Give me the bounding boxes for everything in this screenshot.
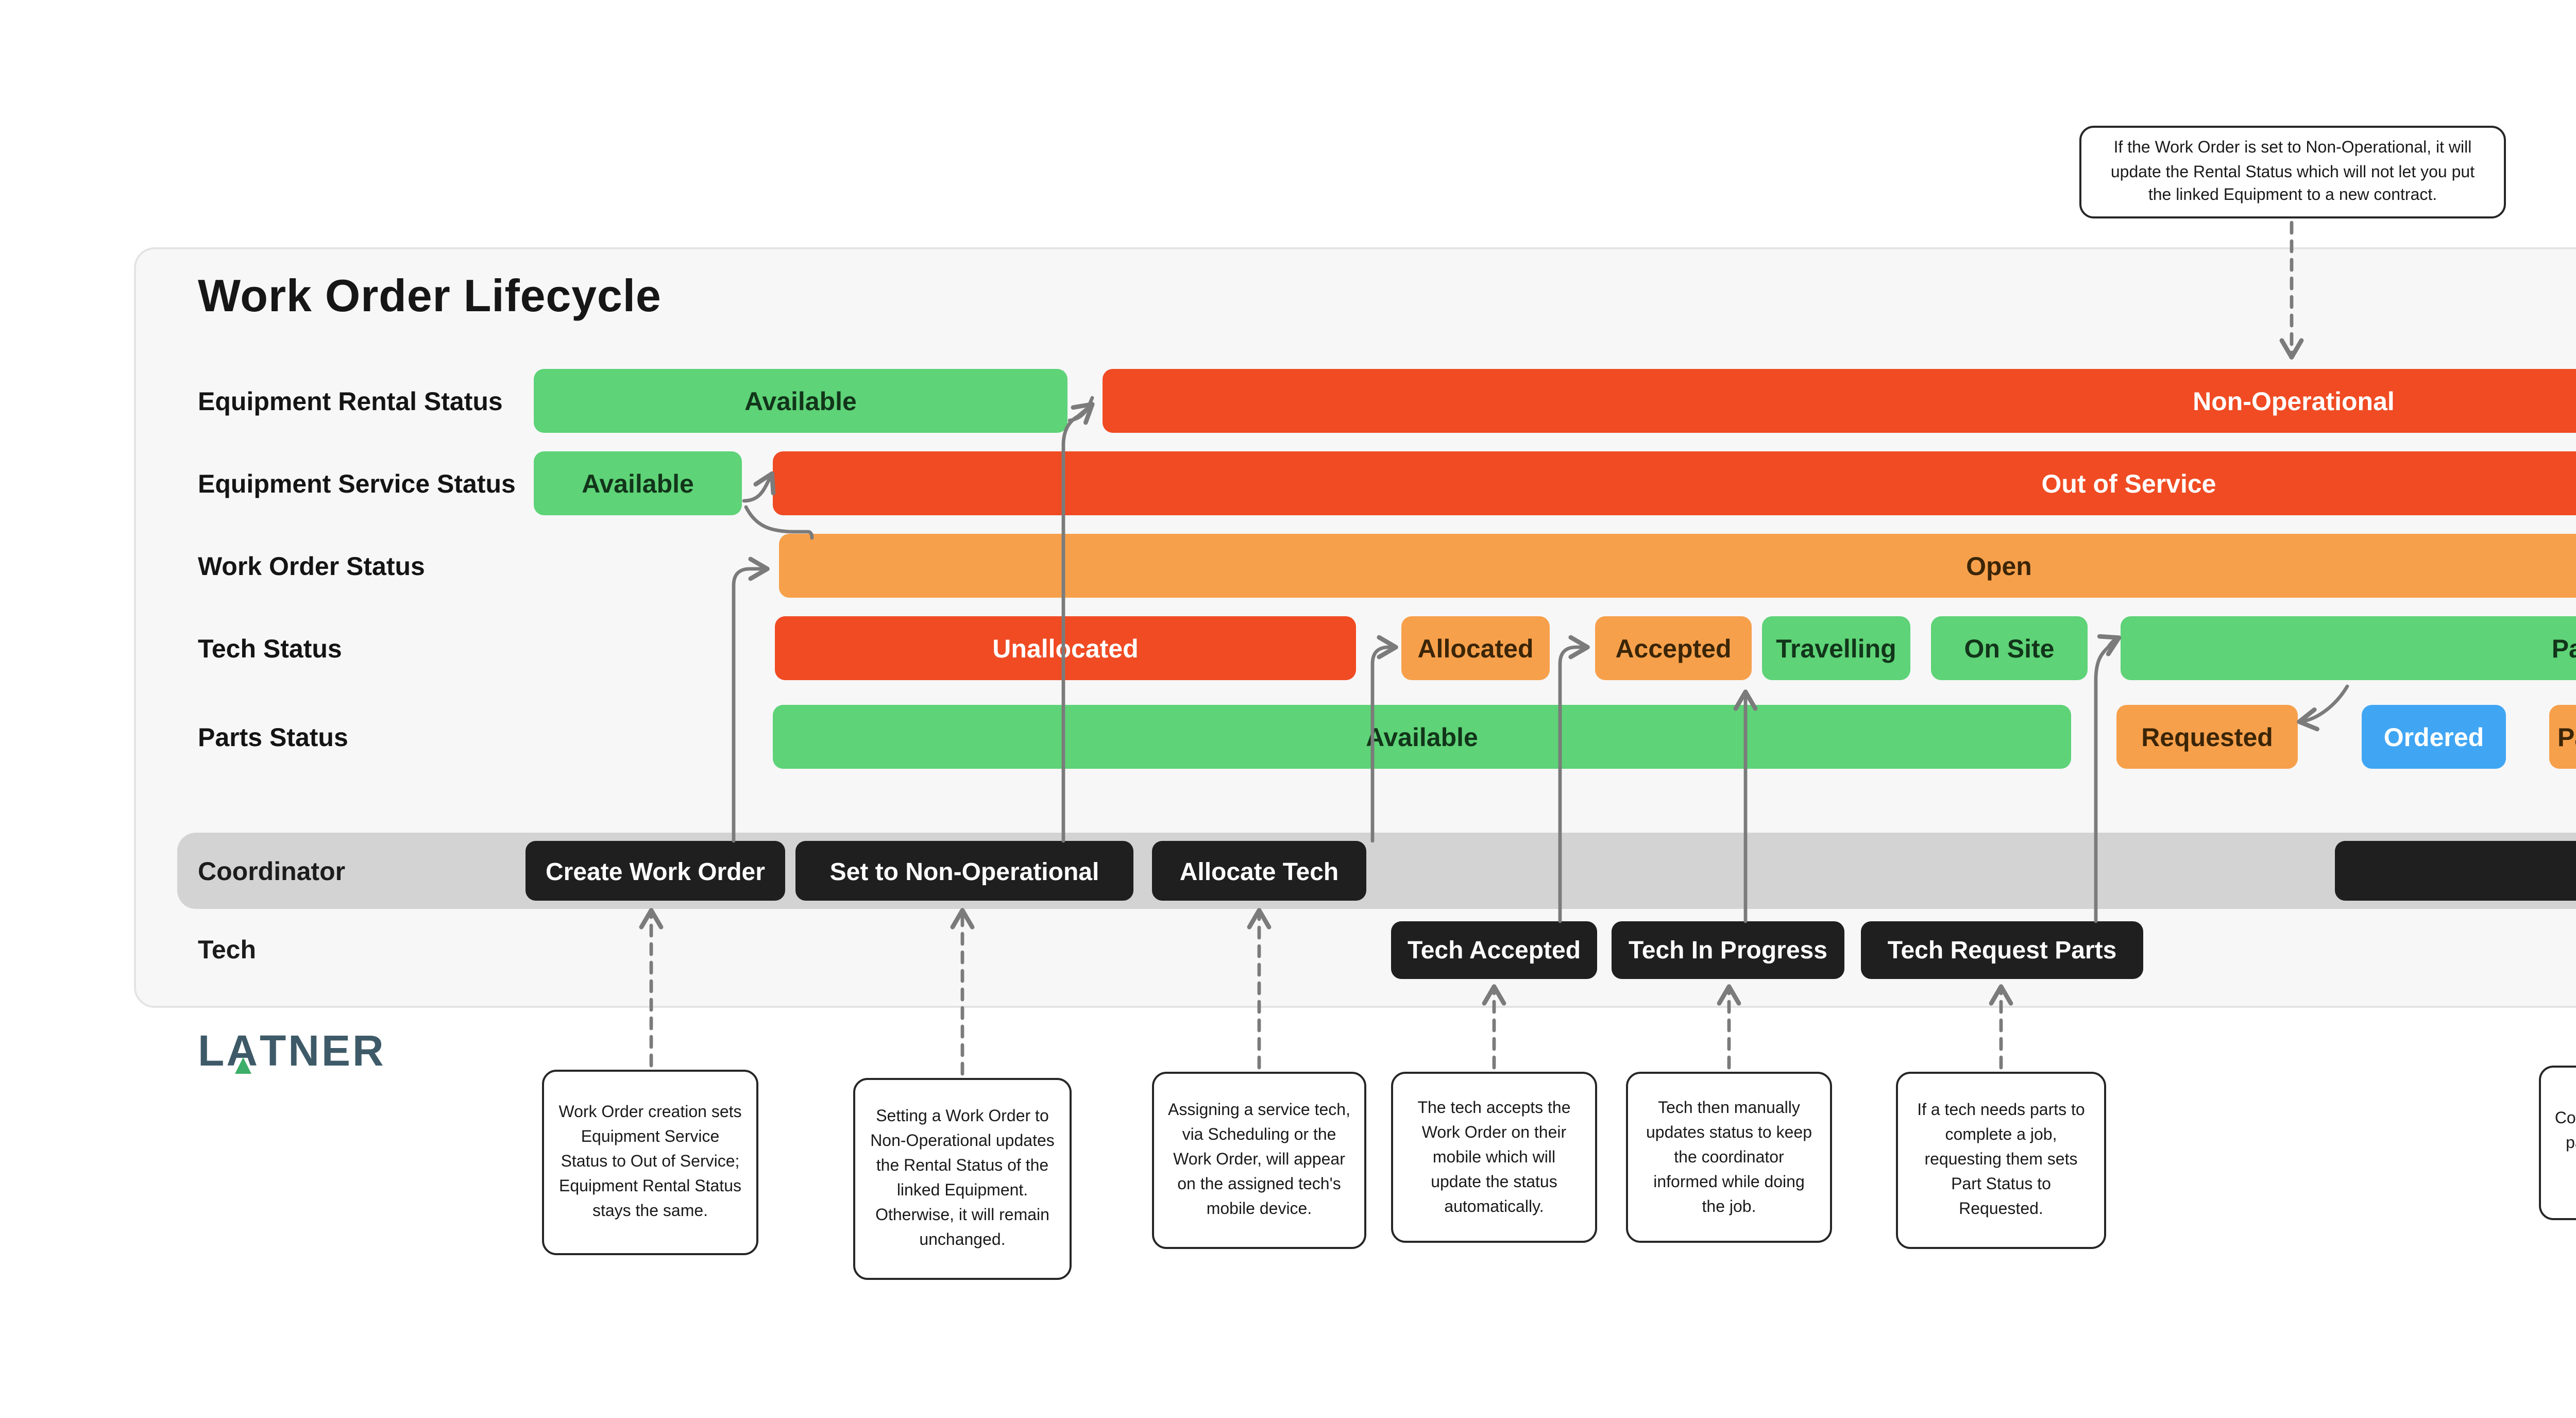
note-tech-accepted: The tech accepts the Work Order on their… <box>1391 1072 1597 1243</box>
note-text: Tech then manually updates status to kee… <box>1646 1098 1812 1215</box>
note-tech-in-progress: Tech then manually updates status to kee… <box>1626 1072 1832 1243</box>
note-text: If a tech needs parts to complete a job,… <box>1917 1101 2085 1218</box>
note-text: The tech accepts the Work Order on their… <box>1417 1098 1571 1215</box>
parts-ordered-pill: Ordered <box>2362 705 2506 769</box>
row-label-work-order-status: Work Order Status <box>198 551 425 580</box>
action-tech-request-parts: Tech Request Parts <box>1861 921 2143 979</box>
wo-open-pill: Open <box>779 534 2576 598</box>
row-label-parts-status: Parts Status <box>198 722 348 751</box>
note-tech-request-parts: If a tech needs parts to complete a job,… <box>1896 1072 2106 1249</box>
action-allocate-tech: Allocate Tech <box>1152 841 1366 901</box>
parts-partially-received-pill: Partially Received <box>2549 705 2576 769</box>
action-set-to-non-operational: Set to Non-Operational <box>795 841 1133 901</box>
tech-unallocated-pill: Unallocated <box>775 616 1356 680</box>
rental-non-operational-pill: Non-Operational <box>1103 369 2576 433</box>
note-source-parts: Coordinator must source parts and update… <box>2539 1066 2576 1220</box>
page-title: Work Order Lifecycle <box>198 270 662 322</box>
lane-label-tech: Tech <box>198 936 256 965</box>
parts-requested-pill: Requested <box>2116 705 2298 769</box>
action-source-parts: Source Parts <box>2335 841 2576 901</box>
callout-text: If the Work Order is set to Non-Operatio… <box>2110 138 2475 205</box>
note-text: Setting a Work Order to Non-Operational … <box>870 1107 1055 1249</box>
callout-non-operational-note: If the Work Order is set to Non-Operatio… <box>2079 126 2506 218</box>
tech-travelling-pill: Travelling <box>1762 616 1910 680</box>
action-tech-accepted: Tech Accepted <box>1391 921 1597 979</box>
action-tech-in-progress: Tech In Progress <box>1612 921 1844 979</box>
tech-on-site-pill: On Site <box>1931 616 2088 680</box>
note-allocate-tech: Assigning a service tech, via Scheduling… <box>1152 1072 1366 1249</box>
tech-parts-requested-pill: Parts Requested <box>2121 616 2576 680</box>
tech-allocated-pill: Allocated <box>1401 616 1550 680</box>
row-label-equipment-rental-status: Equipment Rental Status <box>198 386 503 415</box>
rental-available-pill: Available <box>534 369 1067 433</box>
logo-letter: L <box>198 1028 227 1076</box>
logo-letter-a: A <box>226 1028 260 1078</box>
logo-letters: TNER <box>260 1028 386 1076</box>
row-label-tech-status: Tech Status <box>198 634 342 663</box>
logo-triangle-icon <box>234 1057 251 1074</box>
parts-available-pill: Available <box>773 705 2071 769</box>
note-set-to-non-operational: Setting a Work Order to Non-Operational … <box>853 1078 1072 1280</box>
note-text: Coordinator must source parts and update… <box>2554 1108 2576 1151</box>
service-out-of-service-pill: Out of Service <box>773 451 2576 515</box>
note-text: Assigning a service tech, via Scheduling… <box>1168 1101 1350 1218</box>
note-text: Work Order creation sets Equipment Servi… <box>558 1103 742 1220</box>
note-create-work-order: Work Order creation sets Equipment Servi… <box>542 1070 758 1255</box>
action-create-work-order: Create Work Order <box>526 841 785 901</box>
row-label-equipment-service-status: Equipment Service Status <box>198 469 516 498</box>
service-available-pill: Available <box>534 451 742 515</box>
lane-label-coordinator: Coordinator <box>198 857 346 886</box>
tech-accepted-pill: Accepted <box>1595 616 1752 680</box>
